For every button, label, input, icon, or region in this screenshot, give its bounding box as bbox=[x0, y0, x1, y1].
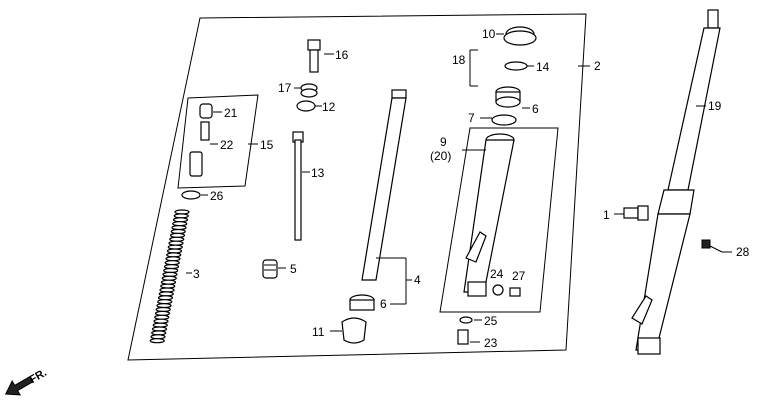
part-1-bolt bbox=[614, 205, 649, 221]
part-13-damper-rod bbox=[292, 131, 310, 241]
callout-12: 12 bbox=[322, 100, 336, 114]
callout-22: 22 bbox=[220, 138, 234, 152]
part-26-ring bbox=[181, 190, 208, 200]
part-24-bolt bbox=[492, 284, 504, 296]
part-15-assembly bbox=[189, 143, 258, 177]
part-4-fork-pipe bbox=[361, 89, 412, 305]
front-direction-label: FR. bbox=[28, 367, 49, 386]
part-5-spring-seat bbox=[262, 259, 286, 279]
part-7-backup-ring bbox=[480, 114, 517, 126]
callout-6a: 6 bbox=[532, 102, 539, 116]
part-14-o-ring bbox=[504, 61, 534, 71]
subassembly-frame-9 bbox=[439, 127, 559, 313]
part-21-valve bbox=[199, 103, 222, 119]
callout-20: (20) bbox=[430, 149, 451, 163]
subassembly-frame-15 bbox=[177, 94, 259, 189]
callout-13: 13 bbox=[311, 166, 325, 180]
callout-19: 19 bbox=[708, 99, 722, 113]
part-22-pin bbox=[200, 121, 218, 145]
callout-10: 10 bbox=[482, 27, 496, 41]
part-23-socket-bolt bbox=[457, 329, 480, 345]
part-16-bolt bbox=[307, 39, 334, 73]
callout-27: 27 bbox=[512, 269, 526, 283]
callout-5: 5 bbox=[290, 262, 297, 276]
callout-23: 23 bbox=[484, 336, 498, 350]
callout-21: 21 bbox=[224, 106, 238, 120]
callout-11: 11 bbox=[312, 325, 325, 339]
part-8-bushing bbox=[349, 294, 375, 311]
callout-9: 9 bbox=[440, 135, 447, 149]
callout-26: 26 bbox=[210, 189, 224, 203]
callout-15: 15 bbox=[260, 138, 274, 152]
part-19-front-fork-assembly bbox=[631, 9, 721, 355]
callout-28: 28 bbox=[736, 245, 750, 259]
callout-24: 24 bbox=[490, 267, 504, 281]
part-28-screw bbox=[701, 239, 732, 253]
part-25-washer bbox=[459, 316, 482, 324]
part-12-spacer bbox=[296, 100, 322, 112]
front-direction-arrow-icon bbox=[4, 375, 34, 396]
callout-17: 17 bbox=[278, 81, 292, 95]
callout-3: 3 bbox=[193, 267, 200, 281]
spring-coil bbox=[149, 338, 165, 344]
callout-1: 1 bbox=[603, 208, 610, 222]
callout-16: 16 bbox=[335, 48, 349, 62]
assembly-frame bbox=[127, 13, 587, 361]
callout-18: 18 bbox=[452, 53, 466, 67]
callout-4: 4 bbox=[414, 273, 421, 287]
callout-14: 14 bbox=[536, 60, 550, 74]
callout-2: 2 bbox=[594, 59, 601, 73]
callout-7: 7 bbox=[468, 111, 475, 125]
part-6-oil-seal bbox=[495, 86, 530, 109]
part-27-bleed-screw bbox=[509, 287, 521, 297]
part-10-cap bbox=[496, 26, 537, 46]
part-11-dust-seal bbox=[330, 317, 367, 344]
part-9-fork-slider bbox=[462, 133, 515, 297]
part-17-washer bbox=[294, 83, 318, 98]
part-3-fork-spring bbox=[149, 209, 190, 344]
callout-6b: 6 bbox=[380, 297, 387, 311]
callout-25: 25 bbox=[484, 314, 498, 328]
